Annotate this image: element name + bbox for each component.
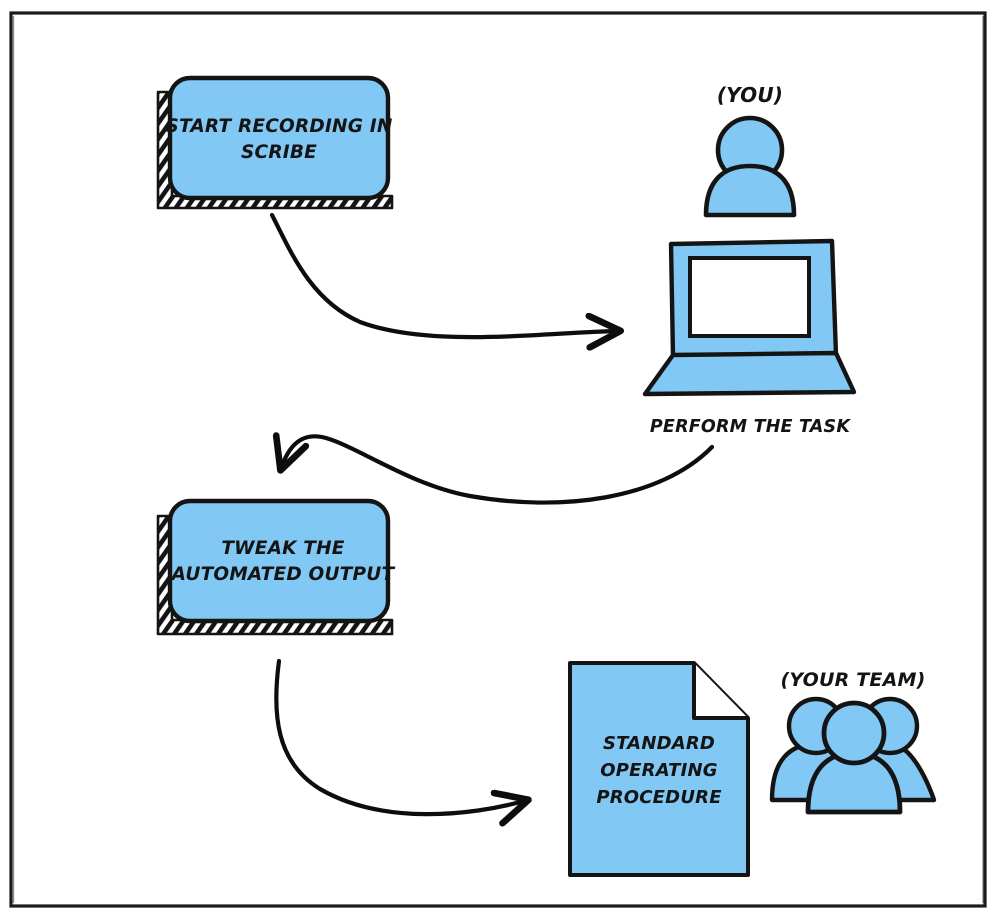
laptop-base-icon — [642, 350, 857, 397]
node-start-recording[interactable]: START RECORDING IN SCRIBE — [156, 75, 394, 210]
person-body-icon — [703, 163, 797, 218]
actor-you: (YOU) — [703, 83, 797, 218]
node-tweak-output[interactable]: TWEAK THE AUTOMATED OUTPUT — [156, 498, 396, 636]
node-start-recording-line2: SCRIBE — [241, 142, 317, 163]
node-sop-document[interactable]: STANDARD OPERATING PROCEDURE — [568, 661, 750, 877]
node-tweak-output-line1: TWEAK THE — [221, 538, 344, 559]
actor-your-team: (YOUR TEAM) — [769, 669, 937, 815]
node-sop-line3: PROCEDURE — [596, 787, 722, 808]
actor-your-team-caption: (YOUR TEAM) — [780, 669, 925, 691]
node-tweak-output-line2: AUTOMATED OUTPUT — [170, 564, 396, 585]
actor-laptop-caption: PERFORM THE TASK — [650, 417, 851, 437]
node-sop-line2: OPERATING — [600, 760, 717, 781]
team-person-center-icon — [805, 700, 903, 815]
sop-folded-corner-icon — [692, 663, 748, 720]
node-start-recording-line1: START RECORDING IN — [165, 116, 392, 137]
laptop-screen-icon — [688, 256, 811, 338]
node-sop-line1: STANDARD — [603, 733, 715, 754]
arrow-start-to-laptop — [269, 212, 616, 337]
arrow-tweak-to-sop — [274, 658, 524, 814]
actor-laptop: PERFORM THE TASK — [642, 238, 857, 437]
actor-you-caption: (YOU) — [717, 83, 783, 107]
arrow-laptop-to-tweak — [282, 436, 715, 505]
